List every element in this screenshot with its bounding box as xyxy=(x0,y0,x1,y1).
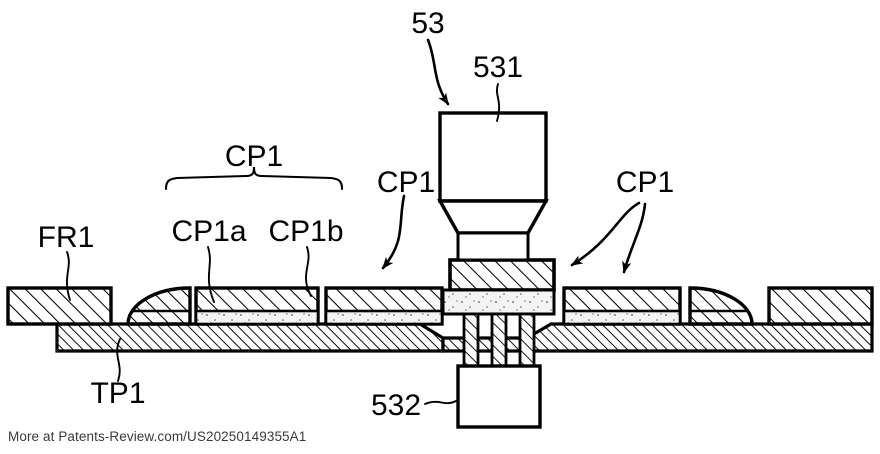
cp1-bend-left xyxy=(126,286,192,326)
cp1-block xyxy=(562,286,682,326)
frame-block-fr1-right xyxy=(767,286,874,326)
cp1-block xyxy=(324,286,444,326)
leader-cp1-right-left xyxy=(570,201,641,267)
lower-pillars xyxy=(462,312,536,368)
tool-taper xyxy=(437,199,549,235)
label-cp1a: CP1a xyxy=(171,215,246,248)
tool-base-532 xyxy=(456,364,542,429)
footer-attribution: More at Patents-Review.com/US20250149355… xyxy=(8,429,307,444)
center-joint-cp1 xyxy=(441,258,556,316)
tool-head-531 xyxy=(438,111,548,203)
tool-neck xyxy=(456,231,530,262)
tool-assembly-53 xyxy=(437,111,549,262)
leader-cp1-center xyxy=(381,194,406,270)
leader-cp1b xyxy=(305,246,312,297)
label-cp1-group: CP1 xyxy=(225,140,283,173)
label-fr1: FR1 xyxy=(38,221,95,254)
label-531: 531 xyxy=(473,51,523,84)
leader-532 xyxy=(424,400,457,405)
label-cp1-right: CP1 xyxy=(616,166,674,199)
brace-cp1-group xyxy=(164,166,344,191)
frame-block-fr1-left xyxy=(6,286,113,326)
leader-cp1a xyxy=(207,246,215,303)
label-cp1-center: CP1 xyxy=(377,166,435,199)
leader-fr1 xyxy=(66,251,71,301)
cp1-block xyxy=(194,286,320,326)
leader-531 xyxy=(496,83,501,122)
leader-cp1-right-down xyxy=(622,202,647,274)
leader-tp1 xyxy=(116,338,121,382)
label-tp1: TP1 xyxy=(90,377,145,410)
label-532: 532 xyxy=(371,389,421,422)
label-cp1b: CP1b xyxy=(268,215,343,248)
label-53: 53 xyxy=(411,7,444,40)
cp1-bend-right xyxy=(688,286,754,326)
leader-53 xyxy=(426,38,450,106)
